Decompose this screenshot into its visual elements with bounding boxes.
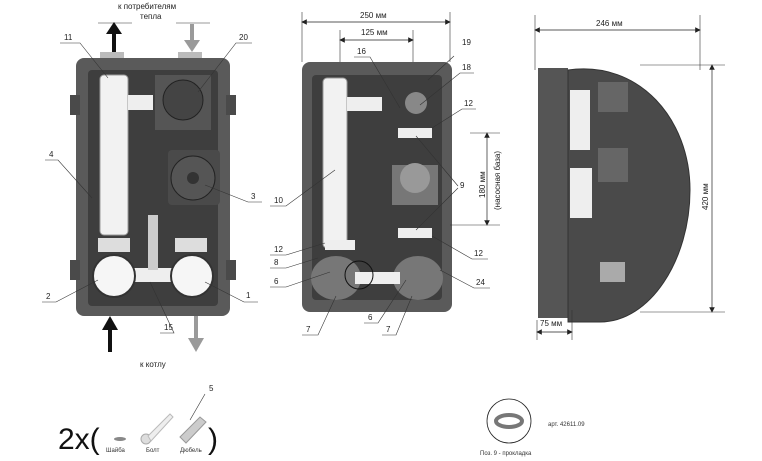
washer-icon [114, 437, 126, 441]
callout-9: 9 [460, 181, 465, 190]
flow-to-consumers-line1: к потребителям [118, 2, 176, 11]
callout-18: 18 [462, 63, 471, 72]
dowel-icon [179, 416, 207, 444]
bolt-icon [140, 413, 174, 445]
thermometer-left [92, 254, 136, 298]
callout-8: 8 [274, 258, 279, 267]
height-dim-label: 420 мм [701, 183, 710, 210]
callout-12-right: 12 [474, 249, 483, 258]
pump-base-dim-label: 180 мм [478, 171, 487, 198]
callout-19: 19 [462, 38, 471, 47]
callout-7-left: 7 [306, 325, 311, 334]
side-view: 246 мм 420 мм 75 мм [534, 15, 725, 340]
gasket-icon [494, 413, 524, 429]
callout-16: 16 [357, 47, 366, 56]
width-dim-label: 250 мм [360, 11, 387, 20]
depth-dim-label: 246 мм [596, 19, 623, 28]
callout-6-right: 6 [368, 313, 373, 322]
return-arrow-icon [184, 24, 200, 52]
flow-to-consumers-line2: тепла [140, 12, 162, 21]
callout-2: 2 [46, 292, 51, 301]
kit-multiplier: 2x( [58, 423, 100, 456]
callout-15: 15 [164, 323, 173, 332]
gasket: арт. 42611.09 Поз. 9 - прокладка [480, 398, 585, 457]
insulation-shell [567, 68, 691, 323]
front-view: к потребителям тепла к котлу 1 [42, 2, 262, 369]
valve-knob [405, 92, 427, 114]
kit-close-paren: ) [208, 423, 218, 456]
callout-7-right: 7 [386, 325, 391, 334]
callout-11: 11 [64, 33, 73, 42]
callout-20: 20 [239, 33, 248, 42]
callout-4: 4 [49, 150, 54, 159]
flow-to-boiler: к котлу [140, 360, 166, 369]
middle-view: 250 мм 125 мм 180 мм (насосная база) 16 … [270, 11, 502, 336]
callout-3: 3 [251, 192, 256, 201]
bypass-pipe [322, 77, 348, 249]
boiler-supply-arrow-icon [102, 316, 118, 352]
supply-arrow-icon [106, 22, 122, 54]
thermometer-right [170, 254, 214, 298]
callout-6-left: 6 [274, 277, 279, 286]
callout-12-top: 12 [464, 99, 473, 108]
gasket-caption: Поз. 9 - прокладка [480, 451, 532, 457]
mixing-valve-actuator [162, 79, 204, 121]
gasket-article: арт. 42611.09 [548, 422, 585, 428]
callout-12-left: 12 [274, 245, 283, 254]
callout-5: 5 [209, 384, 214, 393]
bolt-label: Болт [146, 448, 160, 454]
callout-1: 1 [246, 291, 251, 300]
mounting-kit: 2x( ) Шайба Болт Дюбель 5 [58, 384, 218, 456]
dowel-label: Дюбель [180, 448, 202, 454]
callout-10: 10 [274, 196, 283, 205]
offset-dim-label: 75 мм [540, 319, 562, 328]
boiler-return-arrow-icon [188, 316, 204, 352]
pump-base-note: (насосная база) [493, 151, 502, 210]
callout-24: 24 [476, 278, 485, 287]
axis-dim-label: 125 мм [361, 28, 388, 37]
washer-label: Шайба [106, 447, 125, 454]
bypass-pipe [99, 74, 129, 236]
